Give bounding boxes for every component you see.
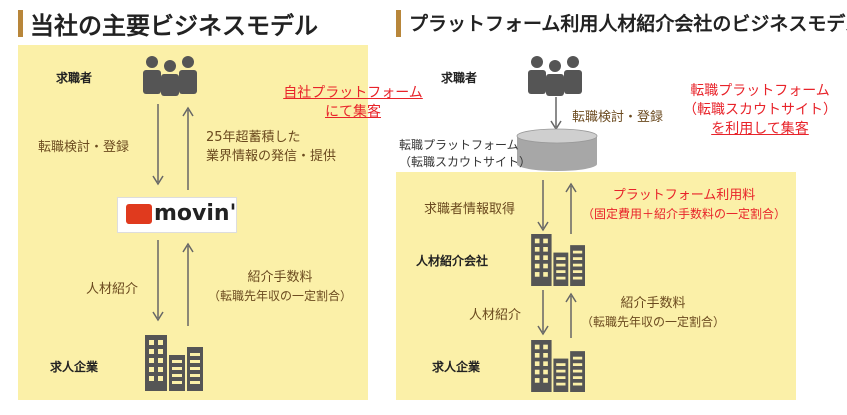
up-arrow	[565, 292, 577, 338]
right-fee-label: 紹介手数料 （転職先年収の一定割合）	[580, 296, 725, 329]
left-red-note: 自社プラットフォーム にて集客	[283, 85, 423, 120]
right-company-label: 求人企業	[432, 360, 481, 374]
people-icon	[528, 56, 582, 96]
left-fee-label: 紹介手数料 （転職先年収の一定割合）	[207, 270, 352, 303]
people-icon	[143, 56, 197, 96]
logo-text: movin'	[154, 201, 237, 226]
right-platform-label: 転職プラットフォーム （転職スカウトサイト）	[399, 138, 532, 169]
right-red-note: 転職プラットフォーム （転職スカウトサイト） を利用して集客	[683, 83, 837, 137]
right-fee-red-label: プラットフォーム利用料 （固定費用＋紹介手数料の一定割合）	[581, 188, 786, 221]
left-info-label: 25年超蓄積した 業界情報の発信・提供	[206, 130, 337, 164]
building-icon	[531, 234, 585, 286]
building-icon	[145, 335, 203, 391]
down-arrow	[537, 180, 549, 232]
left-job-seeker-label: 求職者	[56, 71, 93, 85]
right-referral-label: 人材紹介	[469, 308, 522, 323]
up-arrow	[182, 106, 194, 190]
platform-database-icon	[516, 128, 598, 171]
right-agency-label: 人材紹介会社	[416, 254, 489, 268]
right-info-label: 求職者情報取得	[424, 202, 516, 217]
left-referral-label: 人材紹介	[86, 282, 139, 297]
down-arrow	[152, 104, 164, 186]
left-company-label: 求人企業	[50, 360, 99, 374]
left-title-accent	[18, 10, 23, 37]
right-panel	[396, 172, 796, 400]
up-arrow	[565, 182, 577, 234]
down-arrow	[537, 290, 549, 336]
left-title: 当社の主要ビジネスモデル	[30, 12, 318, 40]
logo-mark-icon	[126, 204, 152, 224]
movin-logo: movin'	[117, 197, 237, 233]
right-title: プラットフォーム利用人材紹介会社のビジネスモデル	[409, 13, 847, 35]
right-title-accent	[396, 10, 401, 37]
right-registration-label: 転職検討・登録	[572, 110, 664, 125]
up-arrow	[182, 242, 194, 326]
left-registration-label: 転職検討・登録	[38, 140, 130, 155]
right-job-seeker-label: 求職者	[441, 71, 478, 85]
down-arrow	[152, 240, 164, 322]
building-icon	[531, 340, 585, 392]
